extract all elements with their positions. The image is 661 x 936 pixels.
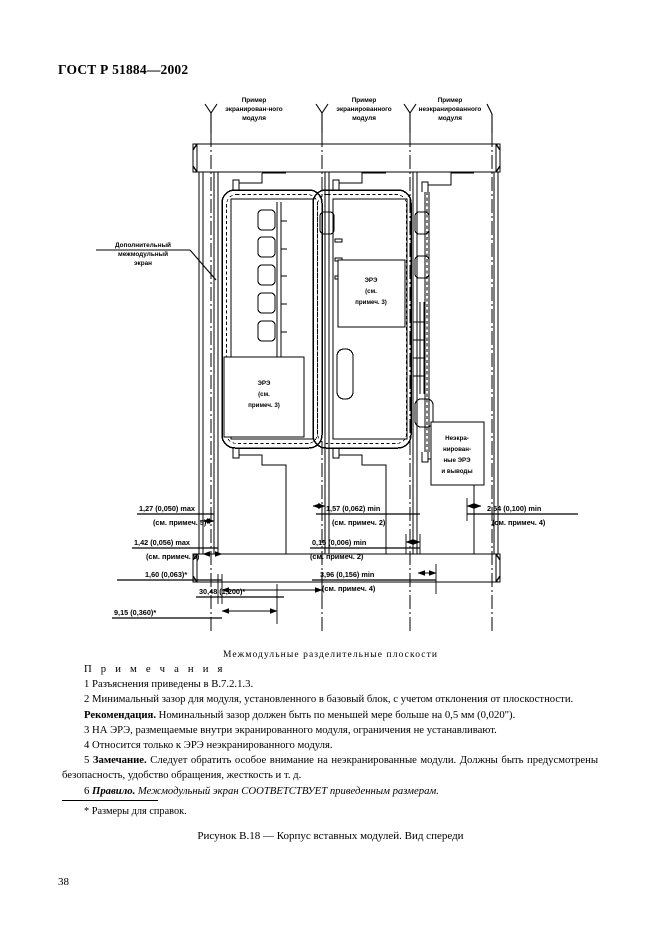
notes-heading: П р и м е ч а н и я (84, 663, 226, 675)
box-label-right-unshielded: Неэкра- нирован- ные ЭРЭ и выводы (441, 435, 472, 475)
svg-text:Пример: Пример (242, 97, 267, 104)
svg-text:ные ЭРЭ: ные ЭРЭ (443, 457, 471, 464)
svg-text:и выводы: и выводы (441, 468, 472, 475)
dimension-left-1: 1,27 (0,050) max (см. примеч. 5) (139, 504, 207, 527)
svg-text:межмодульный: межмодульный (118, 250, 168, 258)
note-item-3: 3 НА ЭРЭ, размещаемые внутри экранирован… (84, 723, 497, 736)
top-label-2: Пример экранированного модуля (336, 97, 391, 122)
box-label-mid-ere: ЭРЭ (см. примеч. 3) (355, 277, 387, 306)
dimension-middle-2: 0,15 (0,006) min (см. примеч. 2) (310, 538, 366, 561)
svg-text:нирован-: нирован- (443, 446, 471, 453)
dimension-right-1: 2,54 (0,100) min (см. примеч. 4) (487, 504, 546, 527)
dimension-middle-3: 3,96 (0,156) min (см. примеч. 4) (320, 570, 376, 593)
svg-text:(см. примеч. 5): (см. примеч. 5) (153, 518, 207, 527)
svg-text:1,60 (0,063)*: 1,60 (0,063)* (145, 570, 187, 579)
top-label-1: Пример экранирован-ного модуля (225, 97, 283, 122)
svg-text:Пример: Пример (438, 97, 463, 104)
svg-text:ЭРЭ: ЭРЭ (258, 380, 272, 387)
svg-text:Пример: Пример (352, 97, 377, 104)
footnote-rule (62, 800, 158, 801)
dimension-center-top: 30,48 (1,200)* (199, 587, 245, 596)
svg-text:(см.: (см. (258, 391, 270, 398)
svg-text:неэкранированного: неэкранированного (419, 106, 482, 113)
svg-text:модуля: модуля (352, 115, 376, 122)
note-item-4: 4 Относится только к ЭРЭ неэкранированно… (84, 738, 333, 751)
svg-text:2,54 (0,100) min: 2,54 (0,100) min (487, 504, 541, 513)
notes-block: П р и м е ч а н и я 1 Разъяснения привед… (62, 662, 598, 799)
svg-text:модуля: модуля (438, 115, 462, 122)
footnote-text: * Размеры для справок. (84, 806, 187, 817)
svg-text:экранирован-ного: экранирован-ного (225, 106, 283, 113)
page-number: 38 (58, 876, 69, 888)
box-label-left-ere: ЭРЭ (см. примеч. 3) (248, 380, 280, 409)
top-label-3: Пример неэкранированного модуля (419, 97, 482, 122)
svg-text:(см. примеч. 4): (см. примеч. 4) (492, 518, 546, 527)
svg-text:9,15 (0,360)*: 9,15 (0,360)* (114, 608, 156, 617)
technical-drawing-svg: Пример экранирован-ного модуля Пример эк… (96, 97, 578, 632)
svg-text:примеч. 3): примеч. 3) (248, 402, 280, 409)
callout-additional-shield: Дополнительный межмодульный экран (96, 241, 217, 281)
svg-text:0,15 (0,006) min: 0,15 (0,006) min (312, 538, 366, 547)
svg-text:Неэкра-: Неэкра- (445, 435, 469, 442)
dimension-left-3: 1,60 (0,063)* (145, 570, 187, 579)
svg-text:(см. примеч. 2): (см. примеч. 2) (310, 552, 364, 561)
svg-text:(см.: (см. (365, 288, 377, 295)
svg-text:примеч. 3): примеч. 3) (355, 299, 387, 306)
figure-caption: Рисунок В.18 — Корпус вставных модулей. … (197, 830, 464, 842)
standard-header: ГОСТ Р 51884—2002 (58, 62, 189, 77)
dimension-middle-1: 1,57 (0,062) min (см. примеч. 2) (326, 504, 386, 527)
svg-text:1,27 (0,050) max: 1,27 (0,050) max (139, 504, 195, 513)
svg-text:экран: экран (134, 260, 152, 267)
dimension-left-2: 1,42 (0,056) max (см. примеч. 5) (134, 538, 200, 561)
svg-text:ЭРЭ: ЭРЭ (365, 277, 379, 284)
svg-text:(см. примеч. 2): (см. примеч. 2) (332, 518, 386, 527)
dimension-left-4: 9,15 (0,360)* (114, 608, 156, 617)
svg-text:1,57 (0,062) min: 1,57 (0,062) min (326, 504, 380, 513)
svg-text:модуля: модуля (242, 115, 266, 122)
note-item-5: 5 Замечание. Следует обратить особое вни… (62, 754, 599, 782)
note-item-recommendation: Рекомендация. Номинальный зазор должен б… (84, 708, 516, 721)
note-item-2: 2 Минимальный зазор для модуля, установл… (84, 693, 574, 706)
svg-text:3,96 (0,156) min: 3,96 (0,156) min (320, 570, 374, 579)
svg-text:(см. примеч. 4): (см. примеч. 4) (322, 584, 376, 593)
svg-text:(см. примеч. 5): (см. примеч. 5) (146, 552, 200, 561)
plane-caption: Межмодульные разделительные плоскости (222, 650, 439, 660)
svg-text:30,48 (1,200)*: 30,48 (1,200)* (199, 587, 245, 596)
note-item-1: 1 Разъяснения приведены в В.7.2.1.3. (84, 678, 254, 691)
svg-text:1,42 (0,056) max: 1,42 (0,056) max (134, 538, 190, 547)
svg-text:экранированного: экранированного (336, 106, 391, 113)
figure-drawing: Пример экранирован-ного модуля Пример эк… (0, 84, 661, 644)
svg-text:Дополнительный: Дополнительный (115, 241, 171, 249)
note-item-6: 6 Правило. Межмодульный экран СООТВЕТСТВ… (84, 784, 439, 797)
